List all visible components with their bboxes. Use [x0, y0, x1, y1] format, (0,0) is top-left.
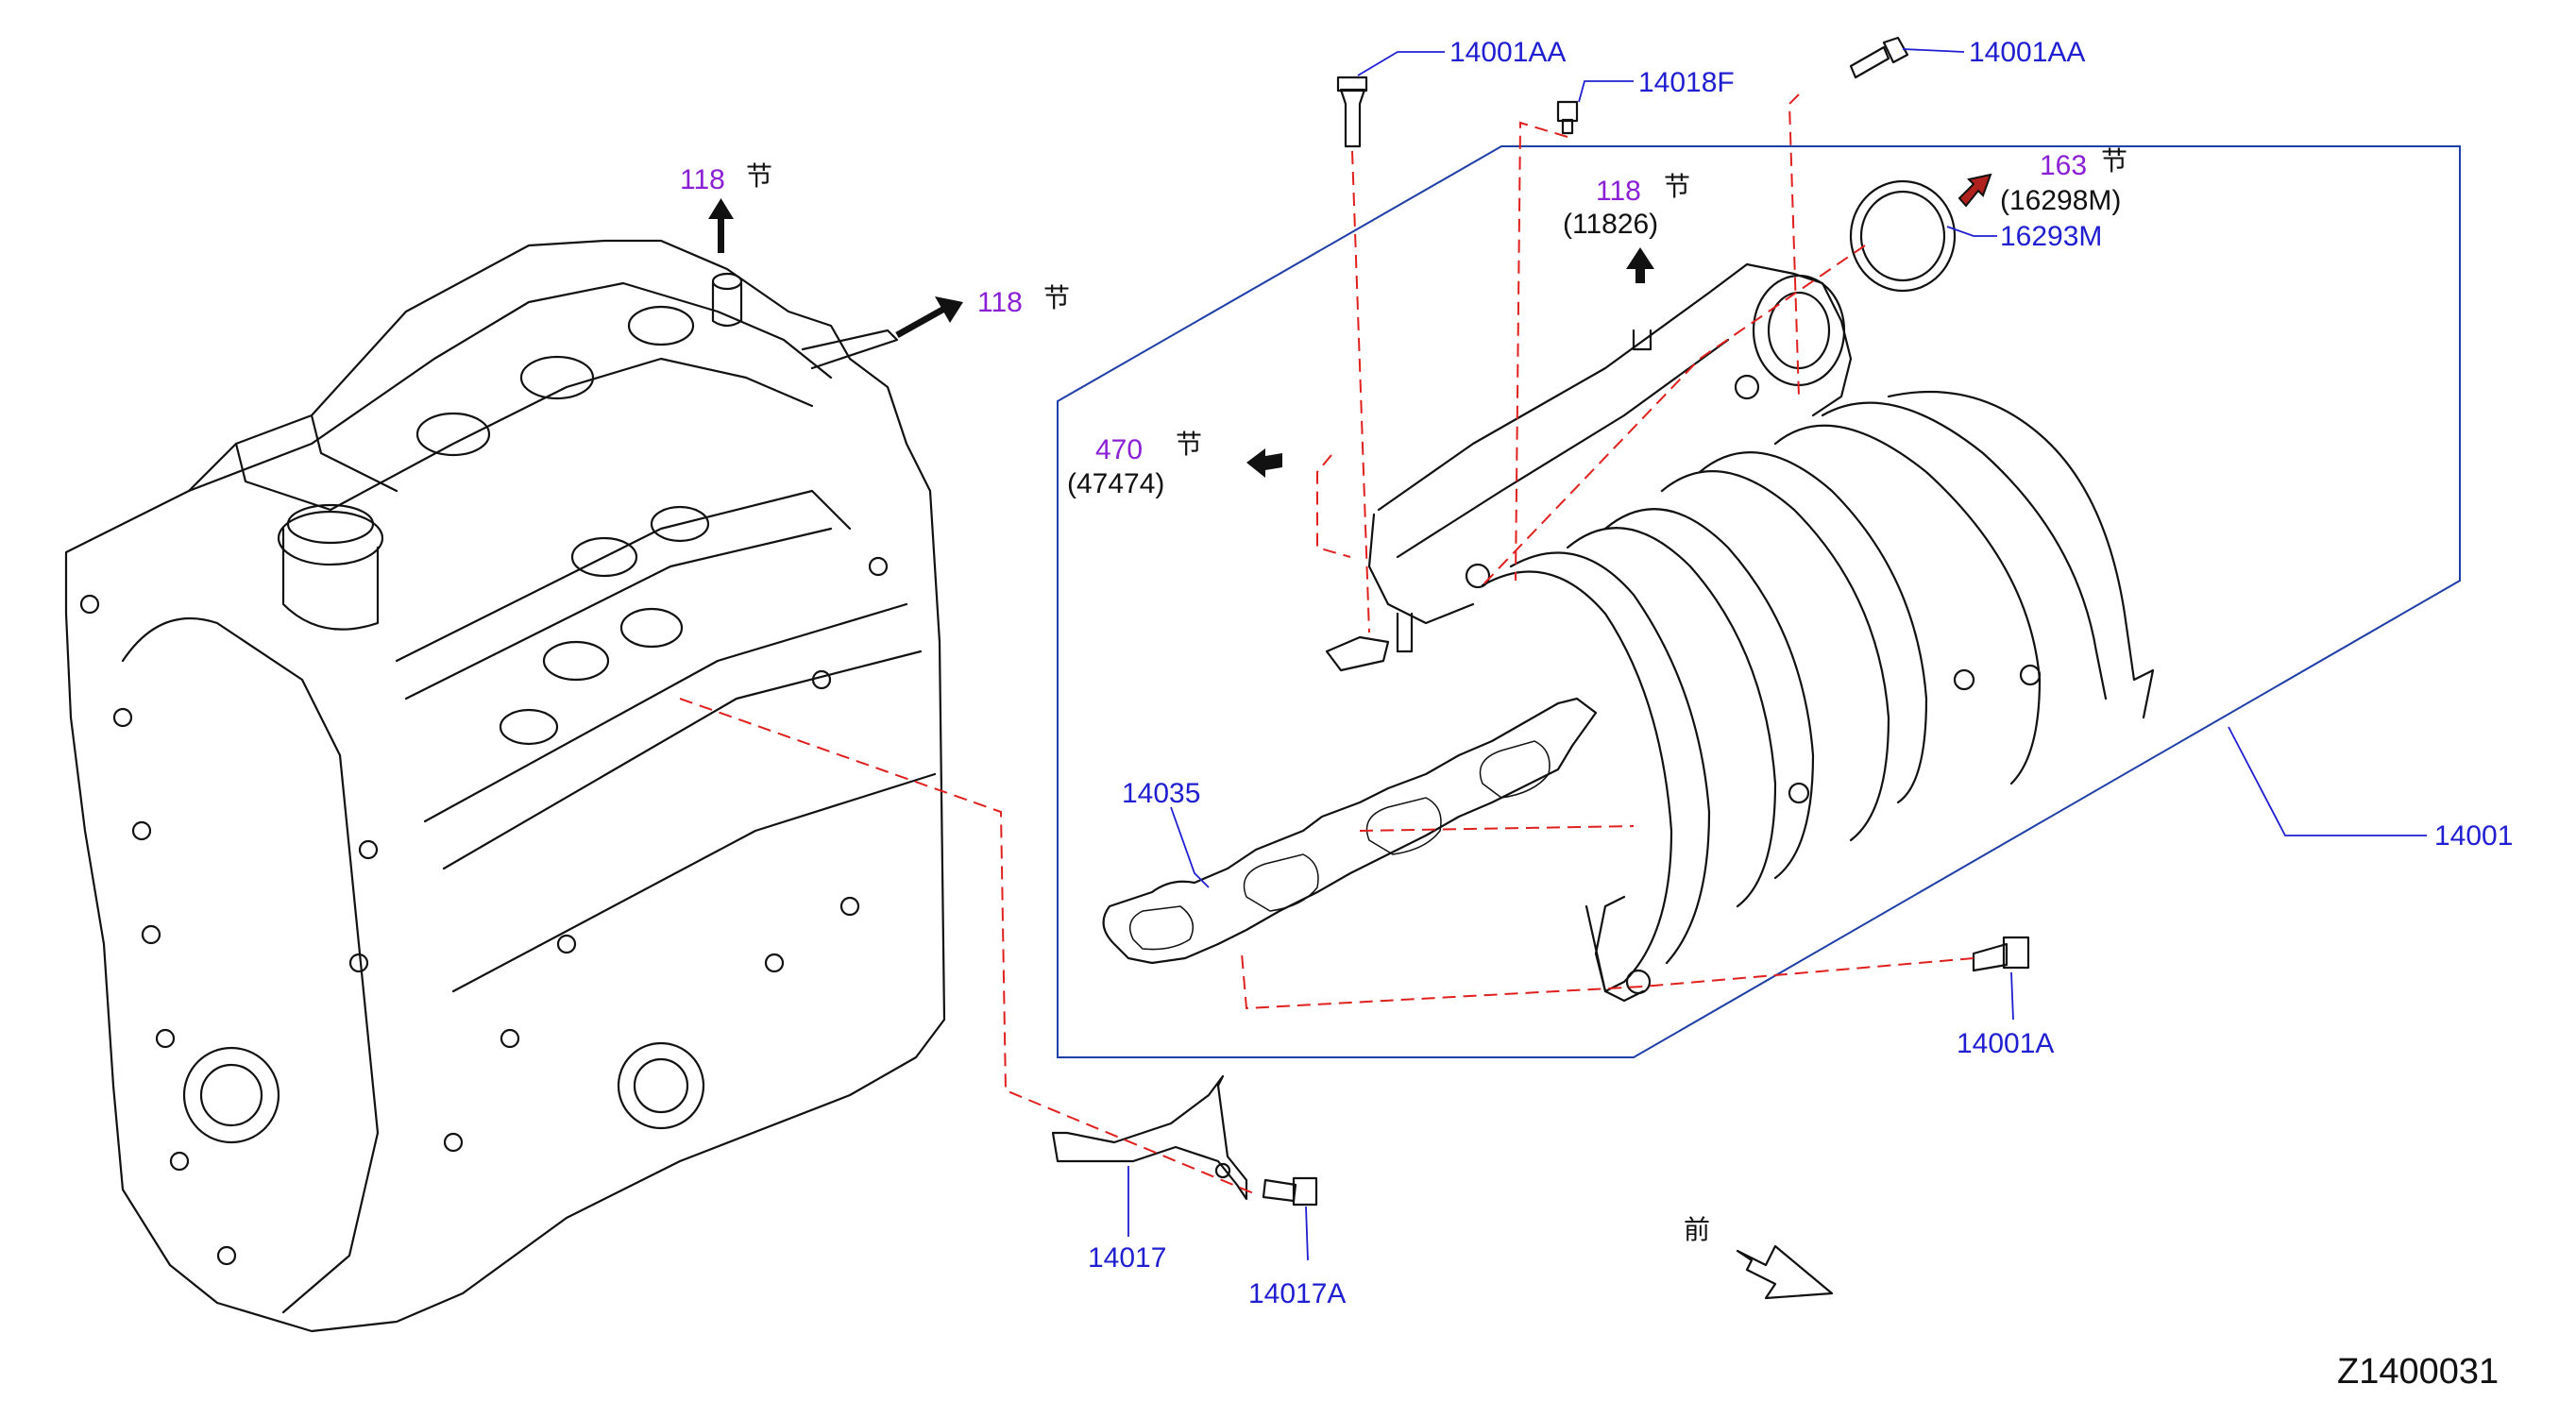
front-label: 前 — [1684, 1214, 1710, 1245]
part-14001: 14001 — [2434, 820, 2513, 852]
ref-118-engine-top: 118 — [680, 164, 725, 195]
front-direction-arrow — [1736, 1244, 1834, 1300]
ref-163-sub: (16298M) — [2000, 185, 2121, 216]
part-14017: 14017 — [1088, 1242, 1166, 1274]
intake-manifold-illustration — [1325, 262, 2155, 1003]
engine-ref-arrow-diagonal — [895, 296, 963, 339]
ref-arrow-118-manifold — [1626, 247, 1654, 283]
part-14017A: 14017A — [1248, 1278, 1346, 1309]
part-14001AA-left: 14001AA — [1449, 37, 1566, 68]
bolt-14018F — [1556, 100, 1579, 135]
part-14035: 14035 — [1122, 778, 1200, 809]
section-char-4: 节 — [1176, 429, 1202, 460]
engine-ref-arrow-up — [708, 198, 734, 253]
section-char-1: 节 — [746, 160, 772, 192]
ref-arrow-163 — [1957, 173, 1992, 208]
throttle-seal-illustration — [1849, 179, 1957, 293]
bolt-14001A — [1972, 936, 2030, 972]
part-16293M: 16293M — [2000, 221, 2102, 252]
bolt-14001AA-left — [1336, 76, 1368, 148]
part-14018F: 14018F — [1638, 67, 1735, 98]
part-14001AA-right: 14001AA — [1969, 37, 2085, 68]
section-char-5: 节 — [2101, 145, 2127, 177]
label-leader-lines — [1127, 48, 2427, 1261]
ref-118-engine-hose: 118 — [977, 287, 1023, 318]
ref-118-manifold-sub: (11826) — [1563, 209, 1658, 240]
manifold-assembly-frame — [1057, 145, 2461, 1058]
manifold-gasket-illustration — [1102, 697, 1598, 965]
dashed-leader-lines — [679, 93, 1974, 1195]
ref-arrow-470 — [1246, 448, 1282, 478]
ref-470: 470 — [1095, 434, 1143, 465]
bracket-14017 — [1051, 1074, 1248, 1201]
section-char-2: 节 — [1043, 282, 1070, 313]
diagram-id: Z1400031 — [2337, 1352, 2499, 1392]
ref-470-sub: (47474) — [1067, 468, 1164, 499]
ref-118-manifold: 118 — [1596, 176, 1641, 207]
bolt-14017A — [1262, 1176, 1318, 1207]
bolt-14001AA-right — [1849, 36, 1909, 79]
part-14001A: 14001A — [1957, 1028, 2054, 1059]
ref-163: 163 — [2040, 150, 2087, 181]
engine-block-illustration — [64, 239, 946, 1333]
section-char-3: 节 — [1664, 171, 1690, 202]
